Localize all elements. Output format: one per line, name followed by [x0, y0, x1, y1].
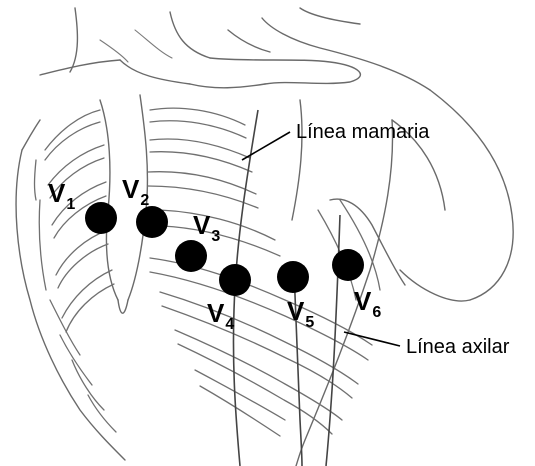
label-v4: V4 — [207, 300, 234, 338]
axilar-leader-line — [344, 332, 400, 346]
label-v1-sub: 1 — [66, 196, 75, 213]
label-v5-sub: 5 — [305, 314, 314, 331]
mamaria-leader-line — [242, 132, 290, 160]
label-v5: V5 — [287, 298, 314, 336]
neck-clavicle-outline — [40, 8, 430, 90]
label-v4-sub: 4 — [225, 316, 234, 333]
label-v3: V3 — [193, 212, 220, 250]
label-v1-letter: V — [48, 178, 65, 208]
electrode-v6 — [332, 249, 364, 281]
label-v6-letter: V — [354, 286, 371, 316]
electrode-v5 — [277, 261, 309, 293]
label-v2: V2 — [122, 176, 149, 214]
label-v2-sub: 2 — [140, 192, 149, 209]
label-v2-letter: V — [122, 174, 139, 204]
label-v6-sub: 6 — [372, 304, 381, 321]
label-v1: V1 — [48, 180, 75, 218]
label-v5-letter: V — [287, 296, 304, 326]
label-v3-sub: 3 — [211, 228, 220, 245]
torso-left-edge — [16, 120, 125, 460]
label-v6: V6 — [354, 288, 381, 326]
electrode-v1 — [85, 202, 117, 234]
label-linea-mamaria: Línea mamaria — [296, 121, 429, 143]
ribs-left — [35, 110, 117, 432]
label-v4-letter: V — [207, 298, 224, 328]
label-v3-letter: V — [193, 210, 210, 240]
electrode-v4 — [219, 264, 251, 296]
label-linea-axilar: Línea axilar — [406, 336, 509, 358]
